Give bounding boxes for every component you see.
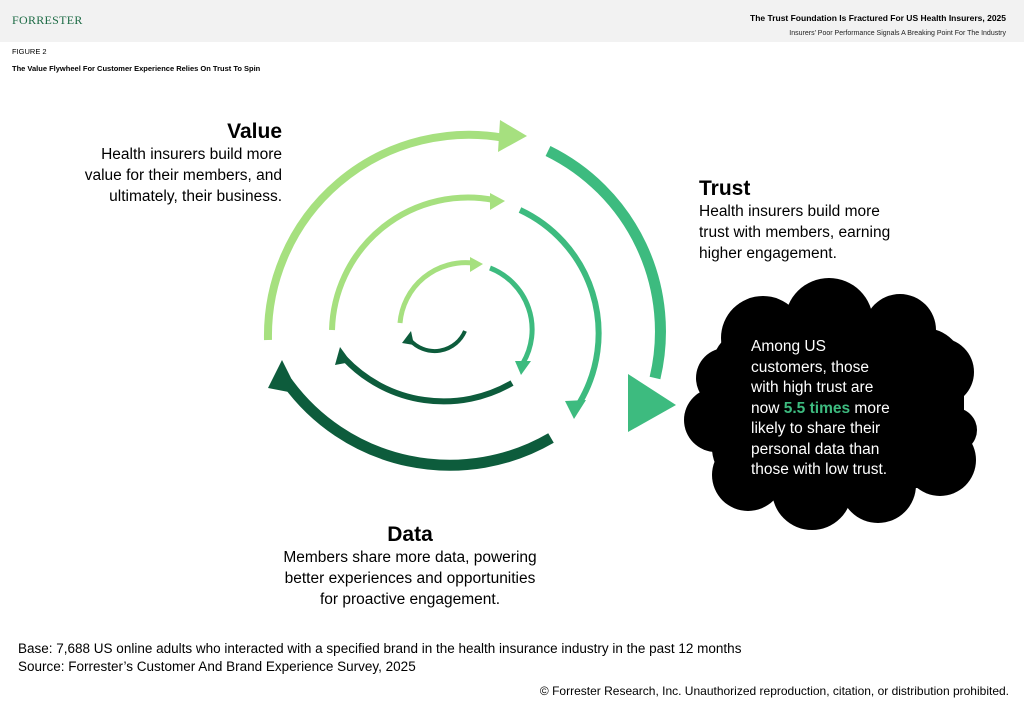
outer-trust-arc <box>545 146 666 380</box>
figure-title: The Value Flywheel For Customer Experien… <box>12 64 261 73</box>
callout-line: Among US <box>751 338 826 355</box>
outer-data-arrowhead <box>268 360 299 394</box>
outer-value-arc <box>263 130 506 341</box>
callout-text: Among US customers, those with high trus… <box>751 337 921 481</box>
callout-pre: now <box>751 399 784 417</box>
data-line: better experiences and opportunities <box>284 570 536 587</box>
trust-description: Health insurers build more trust with me… <box>699 201 939 264</box>
base-text: Base: 7,688 US online adults who interac… <box>18 641 742 656</box>
source-text: Source: Forrester’s Customer And Brand E… <box>18 659 416 674</box>
value-line: value for their members, and <box>84 167 282 184</box>
middle-value-arrowhead <box>490 193 505 210</box>
data-line: for proactive engagement. <box>319 591 501 608</box>
inner-value-arc <box>397 260 474 324</box>
callout-line: those with low trust. <box>751 461 888 478</box>
data-line: Members share more data, powering <box>283 549 537 566</box>
base-note: Base: 7,688 US online adults who interac… <box>18 640 741 676</box>
value-description: Health insurers build more value for the… <box>42 144 282 207</box>
forrester-logo: FORRESTER <box>12 13 83 27</box>
inner-data-arc <box>408 330 467 354</box>
trust-line: trust with members, earning <box>699 224 891 241</box>
middle-trust-arrowhead <box>565 400 586 419</box>
trust-block: Trust Health insurers build more trust w… <box>699 177 939 264</box>
report-title: The Trust Foundation Is Fractured For US… <box>750 13 1006 23</box>
value-line: Health insurers build more <box>101 146 282 163</box>
inner-value-arrowhead <box>470 257 483 272</box>
middle-data-arc <box>342 356 514 405</box>
figure-label: FIGURE 2 <box>12 47 47 56</box>
middle-data-arrowhead <box>335 347 351 365</box>
outer-trust-arrowhead <box>628 374 676 432</box>
callout-line: personal data than <box>751 440 880 458</box>
value-block: Value Health insurers build more value f… <box>42 120 282 207</box>
callout-line: likely to share their <box>751 420 881 437</box>
callout-highlight-stat: 5.5 times <box>783 399 851 417</box>
outer-value-arrowhead <box>498 120 527 152</box>
data-title: Data <box>387 523 433 546</box>
data-description: Members share more data, powering better… <box>230 547 590 610</box>
value-title: Value <box>227 120 282 143</box>
trust-title: Trust <box>699 177 751 200</box>
callout-post: more <box>850 399 890 417</box>
trust-line: higher engagement. <box>699 245 837 262</box>
callout-line-highlight: now 5.5 times more <box>751 399 921 420</box>
copyright-notice: © Forrester Research, Inc. Unauthorized … <box>539 684 1009 698</box>
value-line: ultimately, their business. <box>109 188 282 205</box>
header-bar: FORRESTER The Trust Foundation Is Fractu… <box>0 0 1024 42</box>
callout-cloud <box>684 278 977 530</box>
callout-line: customers, those <box>751 358 870 376</box>
trust-line: Health insurers build more <box>699 203 880 220</box>
inner-data-arrowhead <box>402 331 414 345</box>
report-subtitle: Insurers’ Poor Performance Signals A Bre… <box>789 30 1006 37</box>
inner-trust-arc <box>489 265 535 365</box>
middle-trust-arc <box>518 207 602 404</box>
callout-line: with high trust are <box>751 379 874 396</box>
inner-trust-arrowhead <box>515 361 531 375</box>
data-block: Data Members share more data, powering b… <box>230 523 590 610</box>
outer-data-arc <box>282 378 554 471</box>
middle-value-arc <box>329 194 495 331</box>
